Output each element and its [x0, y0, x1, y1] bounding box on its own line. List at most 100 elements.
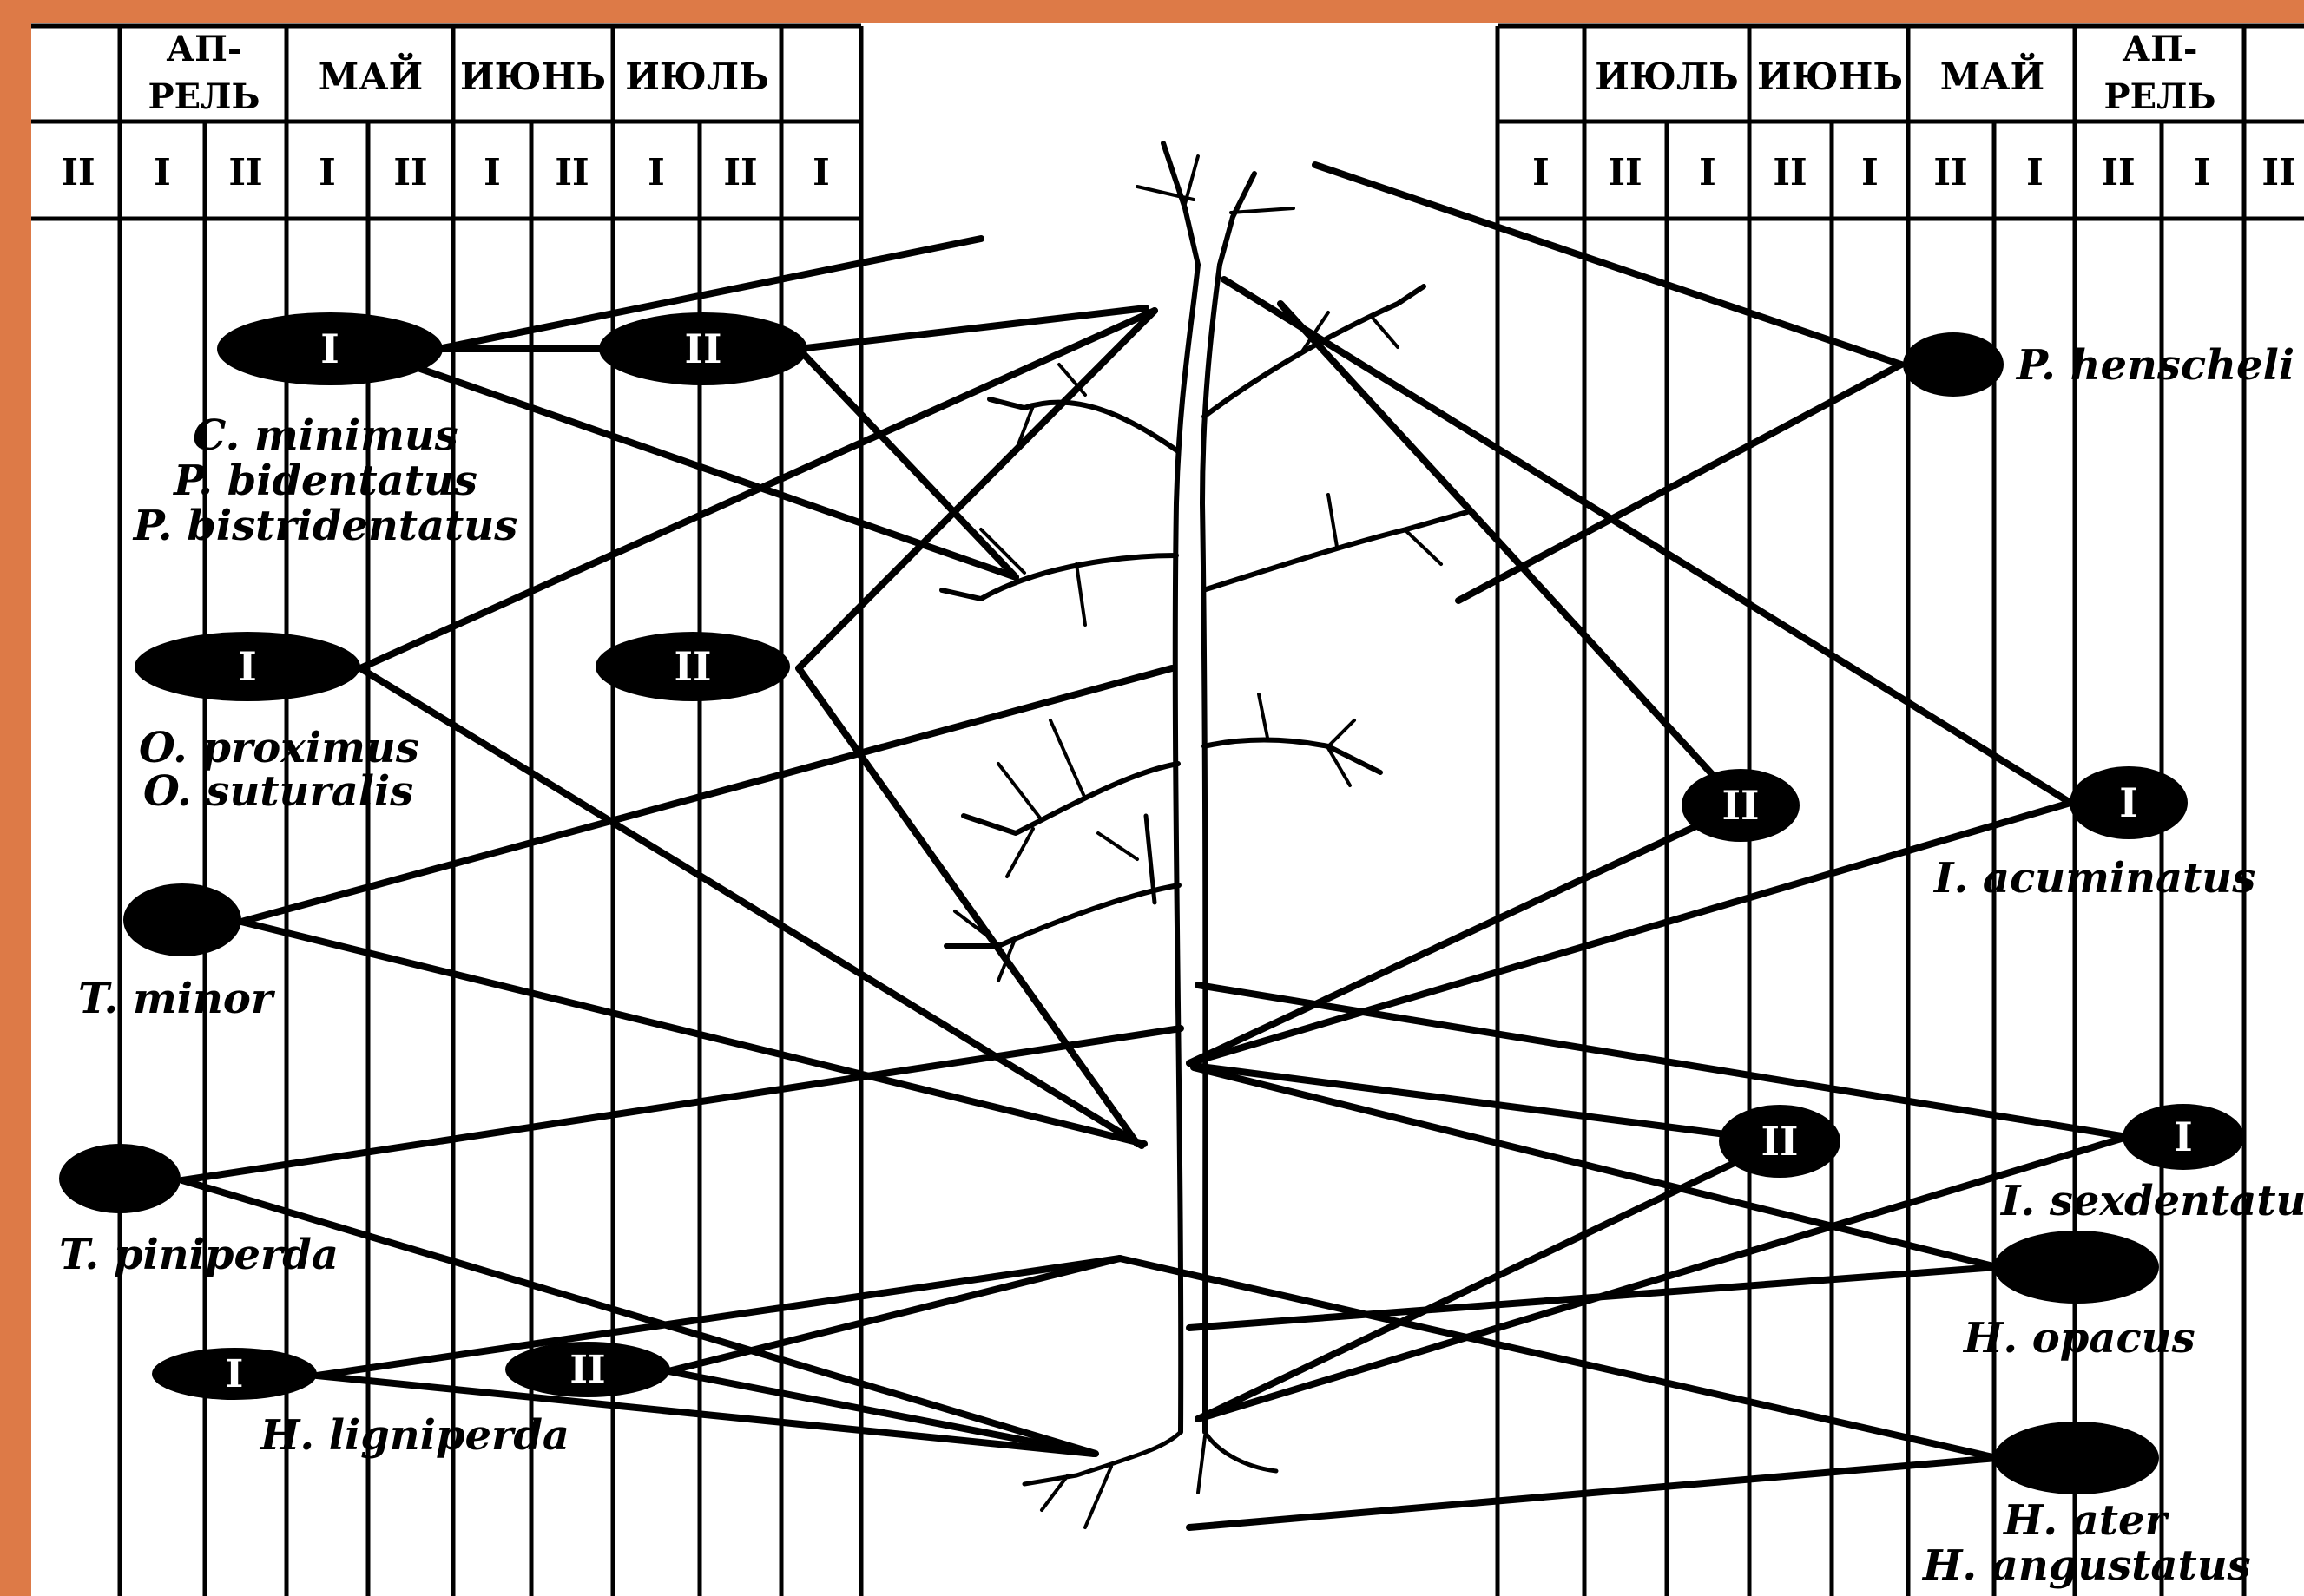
left-month-may: МАЙ	[319, 52, 423, 98]
connector-o-proximus-gen1-trunk	[360, 668, 1142, 1146]
generation-label: II	[674, 643, 711, 690]
right-period-label: I	[2026, 151, 2044, 194]
tree-crown-branch	[1163, 143, 1198, 265]
species-label: O. proximus	[139, 724, 419, 772]
tree-twig	[1259, 694, 1267, 738]
generation-label: II	[569, 1348, 605, 1392]
connector-t-piniperda-trunk	[182, 1028, 1181, 1180]
right-month-april-line1: АП-	[2123, 29, 2198, 69]
connector-c-minimus-gen2-crown	[799, 308, 1146, 349]
tree-right-branch	[1204, 286, 1424, 417]
left-period-label: II	[61, 151, 95, 194]
left-month-april-line1: АП-	[167, 29, 242, 69]
connector-i-sexdentatus-gen2-root	[1198, 1141, 1780, 1419]
tree-twig	[1076, 564, 1085, 625]
right-period-label: I	[1699, 151, 1716, 194]
h-ater-ellipse	[1994, 1422, 2159, 1494]
t-minor-ellipse	[123, 883, 241, 956]
right-period-label: II	[1773, 151, 1807, 194]
tree-twig	[1231, 208, 1294, 213]
connector-i-acuminatus-gen2-trunk	[1189, 805, 1741, 1063]
right-month-april-line2: РЕЛЬ	[2104, 76, 2216, 117]
connector-i-sexdentatus-gen1-trunk	[1198, 985, 2127, 1137]
right-period-label: I	[1861, 151, 1879, 194]
generation-label: I	[2119, 779, 2138, 826]
generation-label: II	[1721, 782, 1759, 829]
species-label: O. suturalis	[143, 767, 413, 816]
connector-h-ligniperda-gen2-root	[668, 1371, 1094, 1454]
tree-twig	[1007, 829, 1033, 877]
tree-root	[1085, 1467, 1111, 1527]
species-label: P. bistridentatus	[132, 502, 517, 550]
tree-root	[1198, 1436, 1205, 1493]
tree-twig	[1328, 720, 1354, 746]
left-period-label: I	[484, 151, 501, 194]
right-period-label: I	[2194, 151, 2211, 194]
tree-twig	[998, 764, 1042, 820]
connector-o-proximus-gen2-crown	[799, 311, 1155, 668]
generation-label: II	[684, 325, 721, 372]
tree-trunk-right-edge	[1202, 265, 1220, 1432]
generation-label: II	[1761, 1118, 1798, 1165]
generation-label: I	[238, 643, 257, 690]
beetle-phenology-diagram: АП- РЕЛЬ МАЙ ИЮНЬ ИЮЛЬ II I II I II I II…	[31, 23, 2304, 1596]
left-period-label: II	[723, 151, 757, 194]
tree-left-branch	[946, 885, 1179, 946]
left-period-label: II	[228, 151, 262, 194]
p-henscheli-ellipse	[1903, 332, 2004, 397]
species-label: I. sexdentatus	[1999, 1177, 2304, 1225]
species-label: C. minimus	[193, 411, 458, 460]
connector-i-sexdentatus-gen1-root	[1198, 1137, 2127, 1419]
species-label: H. ligniperda	[259, 1411, 569, 1460]
left-month-july: ИЮЛЬ	[625, 56, 769, 98]
species-label: T. piniperda	[59, 1231, 339, 1279]
tree-twig	[1406, 531, 1441, 564]
left-period-label: I	[319, 151, 336, 194]
connector-c-minimus-gen2-branch	[799, 349, 1016, 577]
tree-twig	[1328, 495, 1337, 547]
left-period-label: II	[555, 151, 589, 194]
right-period-label: II	[1933, 151, 1967, 194]
tree-twig	[1185, 156, 1198, 204]
tree-trunk-left-edge	[1175, 265, 1198, 1432]
right-month-may: МАЙ	[1940, 52, 2044, 98]
left-period-label: II	[393, 151, 427, 194]
right-period-label: II	[1608, 151, 1642, 194]
tree-twig	[1050, 720, 1085, 798]
right-period-label: II	[2261, 151, 2295, 194]
generation-label: I	[226, 1352, 244, 1396]
species-label: H. opacus	[1962, 1314, 2195, 1363]
connection-lines	[182, 165, 2127, 1527]
t-piniperda-ellipse	[59, 1144, 181, 1213]
connector-h-opacus-lower-trunk	[1189, 1267, 1997, 1328]
species-label: H. angustatus	[1921, 1541, 2251, 1590]
tree-twig	[1098, 833, 1137, 859]
tree-crown-branch	[1220, 174, 1254, 265]
species-label: T. minor	[78, 975, 276, 1023]
h-opacus-ellipse	[1994, 1231, 2159, 1304]
tree-right-branch	[1204, 740, 1380, 773]
connector-h-ater-trunk	[1120, 1258, 1997, 1458]
generation-label: I	[2174, 1113, 2193, 1160]
right-month-july: ИЮЛЬ	[1595, 56, 1739, 98]
connector-p-henscheli-crown	[1315, 165, 1901, 365]
species-label: P. henscheli	[2015, 341, 2294, 390]
right-period-label: II	[2101, 151, 2135, 194]
species-label: I. acuminatus	[1932, 854, 2255, 903]
tree-twig	[1372, 317, 1398, 347]
right-month-june: ИЮНЬ	[1757, 56, 1903, 98]
left-month-june: ИЮНЬ	[460, 56, 606, 98]
connector-h-ater-root	[1189, 1458, 1997, 1527]
left-month-april-line2: РЕЛЬ	[148, 76, 260, 117]
left-period-label: I	[154, 151, 171, 194]
species-label: H. ater	[2002, 1496, 2170, 1545]
connector-i-sexdentatus-gen2-trunk	[1194, 1066, 1780, 1141]
diagram-frame: АП- РЕЛЬ МАЙ ИЮНЬ ИЮЛЬ II I II I II I II…	[31, 23, 2304, 1596]
connector-i-acuminatus-gen1-trunk	[1189, 803, 2070, 1063]
left-period-label: I	[648, 151, 665, 194]
tree-root	[1205, 1432, 1276, 1471]
right-period-label: I	[1532, 151, 1550, 194]
generation-label: I	[320, 325, 339, 372]
left-period-label: I	[813, 151, 830, 194]
species-label: P. bidentatus	[172, 456, 477, 505]
